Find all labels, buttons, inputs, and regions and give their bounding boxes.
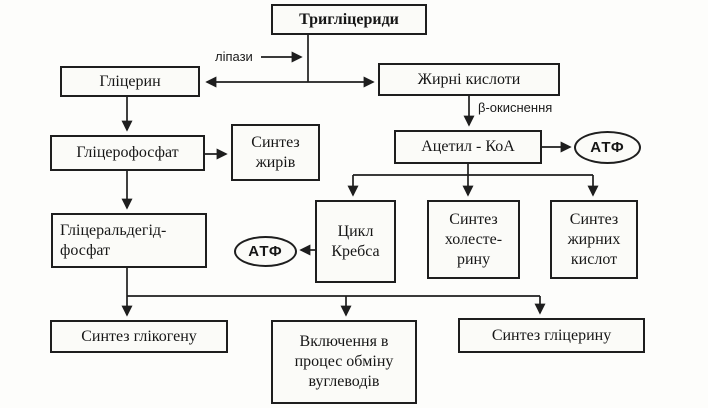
node-atp-left: АТФ xyxy=(234,236,297,267)
node-carb-metabolism-inclusion: Включення в процес обміну вуглеводів xyxy=(271,320,417,404)
node-fat-synthesis: Синтез жирів xyxy=(231,124,320,181)
node-glyceraldehyde-phosphate: Гліцеральдегід- фосфат xyxy=(51,213,207,268)
node-atp-right: АТФ xyxy=(574,131,641,164)
node-triglycerides: Тригліцериди xyxy=(271,4,427,35)
node-krebs-cycle: Цикл Кребса xyxy=(315,200,396,283)
node-glycerol-synthesis: Синтез гліцерину xyxy=(458,318,645,353)
edge-label-lipases: ліпази xyxy=(215,49,253,64)
edge-label-beta-oxidation: β-окиснення xyxy=(478,100,553,115)
node-fatty-acid-synthesis: Синтез жирних кислот xyxy=(550,200,638,279)
node-glycerophosphate: Гліцерофосфат xyxy=(50,135,205,171)
node-glycerol: Гліцерин xyxy=(60,66,200,97)
node-cholesterol-synthesis: Синтез холесте- рину xyxy=(427,200,520,279)
node-fatty-acids: Жирні кислоти xyxy=(378,63,560,96)
node-acetyl-coa: Ацетил - КоА xyxy=(394,130,542,164)
node-glycogen-synthesis: Синтез глікогену xyxy=(50,320,228,353)
